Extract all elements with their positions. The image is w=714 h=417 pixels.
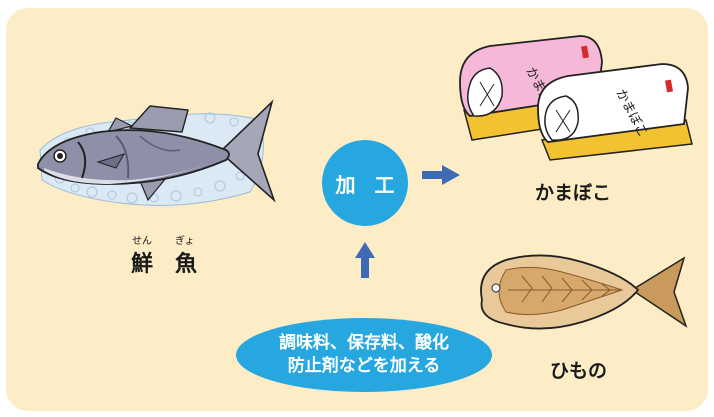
process-circle: 加 工 [322, 140, 408, 226]
dried-fish-icon [480, 254, 688, 330]
source-ruby-2: ぎょ [175, 236, 195, 247]
source-label-1: 鮮 [131, 252, 154, 277]
arrow-right-icon [422, 165, 460, 185]
arrow-up-icon [355, 242, 375, 278]
himono-label: ひもの [550, 360, 608, 382]
kamaboko-label: かまぼこ [535, 182, 612, 204]
kamaboko-icon: かまぼこ かまぼこ [459, 35, 693, 161]
additives-oval: 調味料、保存料、酸化 防止剤などを加える [236, 318, 492, 392]
source-label-2: 魚 [175, 252, 198, 277]
process-label: 加 工 [335, 172, 401, 197]
additives-line-2: 防止剤などを加える [287, 356, 441, 376]
source-ruby-1: せん [132, 236, 152, 247]
kamaboko-white: かまぼこ [537, 63, 693, 161]
fish-illustration [37, 99, 276, 206]
additives-line-1: 調味料、保存料、酸化 [279, 333, 449, 353]
fish-icon [37, 99, 276, 203]
